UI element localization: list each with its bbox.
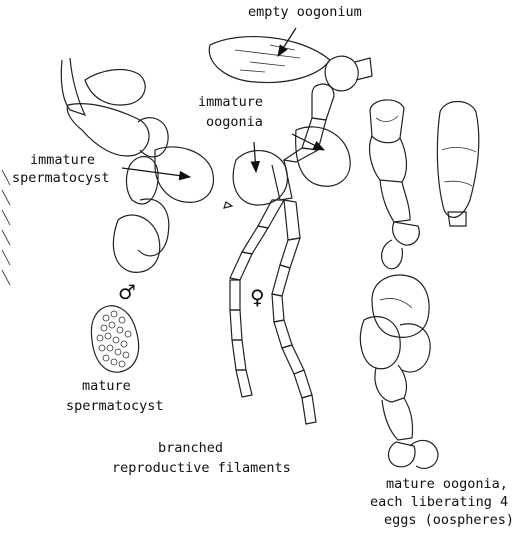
label-mature-spermatocyst-line1: mature	[82, 378, 131, 395]
female-symbol: ♀	[250, 287, 265, 307]
label-immature-spermatocyst-line1: immature	[30, 152, 95, 169]
label-branched-line2: reproductive filaments	[112, 460, 291, 477]
label-mature-oogonia-line1: mature oogonia,	[386, 476, 508, 493]
label-mature-oogonia-line2: each liberating 4	[370, 494, 508, 511]
left-edge-hatching	[2, 170, 10, 285]
male-symbol: ♂	[118, 282, 136, 302]
label-immature-oogonia-line1: immature	[198, 94, 263, 111]
label-empty-oogonium: empty oogonium	[248, 4, 362, 21]
label-mature-spermatocyst-line2: spermatocyst	[66, 398, 164, 415]
mature-oogonia-upper-drawing	[370, 100, 479, 269]
label-immature-spermatocyst-line2: spermatocyst	[12, 170, 110, 187]
label-mature-oogonia-line3: eggs (oospheres)	[384, 512, 514, 529]
label-immature-oogonia-line2: oogonia	[206, 114, 263, 131]
female-filament	[224, 84, 350, 424]
mature-spermatocyst-drawing	[91, 306, 138, 372]
empty-oogonium-drawing	[209, 37, 372, 91]
mature-oogonia-lower-drawing	[360, 275, 438, 468]
label-branched-line1: branched	[158, 440, 223, 457]
